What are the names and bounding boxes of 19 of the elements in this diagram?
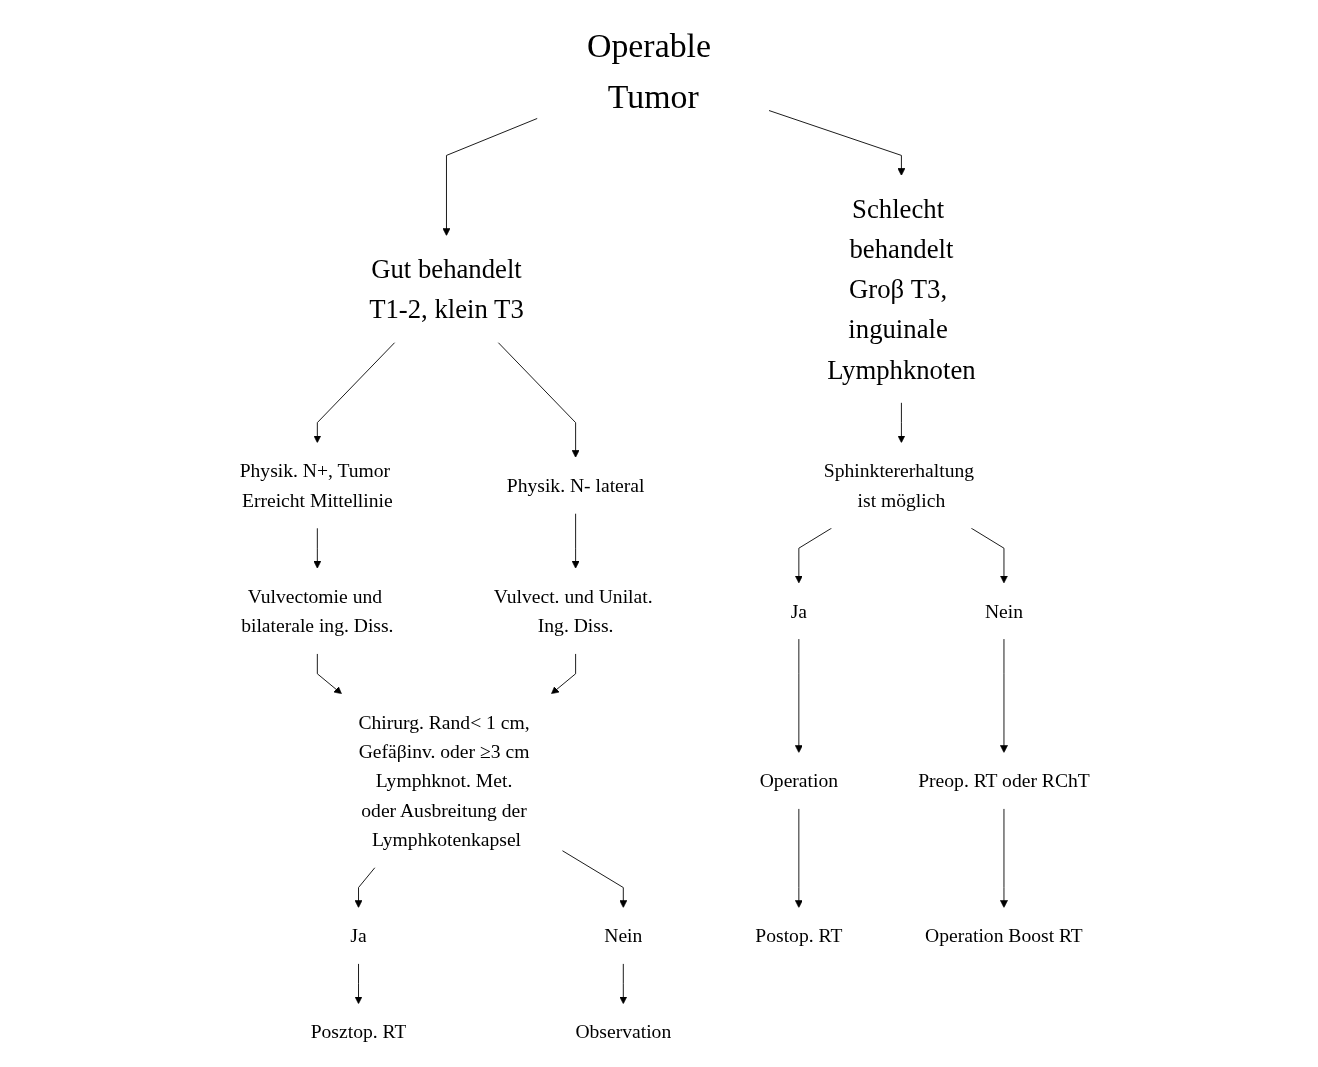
node-text: Posztop. RT bbox=[310, 1020, 407, 1043]
node-text: Operation bbox=[759, 769, 839, 792]
node-text: Operable Tumor bbox=[586, 26, 712, 115]
node-text: Preop. RT oder RChT bbox=[918, 769, 1090, 792]
node-text: Physik. N+, Tumor Erreicht Mittellinie bbox=[239, 459, 393, 512]
node-text: Vulvect. und Unilat. Ing. Diss. bbox=[493, 585, 653, 637]
node-text: Sphinktererhaltung ist möglich bbox=[823, 459, 975, 512]
node-text: Ja bbox=[350, 924, 367, 947]
node-text: Operation Boost RT bbox=[925, 924, 1083, 947]
node-text: Gut behandelt T1-2, klein T3 bbox=[369, 254, 524, 324]
node-text: Chirurg. Rand< 1 cm, Gefäβinv. oder ≥3 cm Lymphknot. Met. oder Ausbreitung der Lymphkotenkapsel bbox=[358, 710, 530, 851]
node-text: Vulvectomie und bilaterale ing. Diss. bbox=[241, 585, 394, 637]
node-text: Nein bbox=[604, 924, 643, 947]
node-text: Postop. RT bbox=[755, 924, 843, 947]
node-text: Physik. N- lateral bbox=[506, 474, 645, 497]
node-text: Schlecht behandelt Groβ T3, inguinale Lymphknoten bbox=[827, 194, 976, 384]
node-text: Nein bbox=[984, 599, 1023, 623]
node-text: Observation bbox=[575, 1020, 672, 1043]
node-text: Ja bbox=[790, 599, 808, 623]
